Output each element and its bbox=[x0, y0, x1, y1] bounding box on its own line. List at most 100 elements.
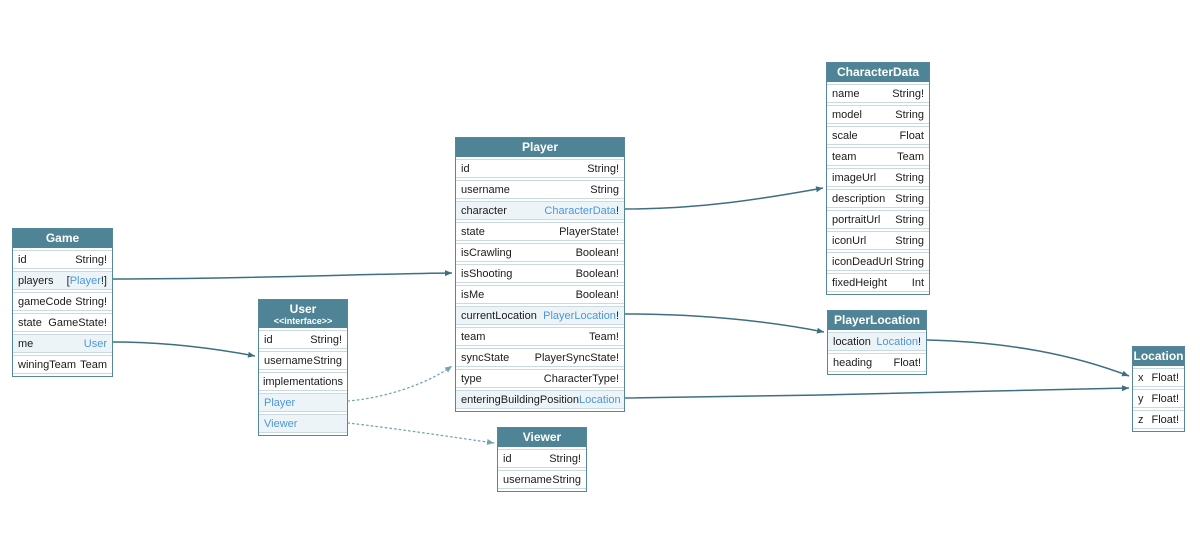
field-name: username bbox=[461, 183, 510, 196]
field-name: y bbox=[1138, 392, 1144, 405]
field-row-location-z[interactable]: z Float! bbox=[1133, 410, 1184, 429]
field-row-playerlocation-location[interactable]: location Location! bbox=[828, 332, 926, 351]
field-row-characterdata-portraiturl[interactable]: portraitUrl String bbox=[827, 210, 929, 229]
field-row-player-isme[interactable]: isMe Boolean! bbox=[456, 285, 624, 304]
implementation-link[interactable]: Player bbox=[264, 396, 296, 409]
entity-stereotype: <<interface>> bbox=[273, 316, 333, 326]
field-type: Float! bbox=[1151, 393, 1179, 405]
field-row-player-username[interactable]: username String bbox=[456, 180, 624, 199]
field-row-user-id[interactable]: id String! bbox=[259, 330, 347, 349]
field-row-player-syncstate[interactable]: syncState PlayerSyncState! bbox=[456, 348, 624, 367]
type-scalar: CharacterType! bbox=[543, 372, 619, 385]
arrow-player-character-to-characterdata bbox=[624, 186, 824, 210]
implementation-link[interactable]: Viewer bbox=[264, 417, 298, 430]
field-row-playerlocation-heading[interactable]: heading Float! bbox=[828, 353, 926, 372]
entity-player: Player id String! username String charac… bbox=[455, 137, 625, 412]
field-row-player-currentlocation[interactable]: currentLocation PlayerLocation! bbox=[456, 306, 624, 325]
type-scalar: Float! bbox=[1151, 392, 1179, 405]
field-type: Float! bbox=[893, 357, 921, 369]
entity-header-location[interactable]: Location bbox=[1133, 347, 1184, 366]
entity-header-characterdata[interactable]: CharacterData bbox=[827, 63, 929, 82]
field-name: heading bbox=[833, 356, 873, 369]
type-scalar: String bbox=[895, 234, 924, 247]
type-scalar: String bbox=[590, 183, 619, 196]
field-row-player-id[interactable]: id String! bbox=[456, 159, 624, 178]
entity-header-player[interactable]: Player bbox=[456, 138, 624, 157]
field-row-player-iscrawling[interactable]: isCrawling Boolean! bbox=[456, 243, 624, 262]
type-scalar: Boolean! bbox=[575, 288, 619, 301]
field-row-viewer-id[interactable]: id String! bbox=[498, 449, 586, 468]
field-row-game-players[interactable]: players [Player!] bbox=[13, 271, 112, 290]
field-row-player-state[interactable]: state PlayerState! bbox=[456, 222, 624, 241]
field-row-characterdata-team[interactable]: team Team bbox=[827, 147, 929, 166]
entity-header-viewer[interactable]: Viewer bbox=[498, 428, 586, 447]
implementation-row-viewer[interactable]: Viewer bbox=[259, 414, 347, 433]
entity-header-game[interactable]: Game bbox=[13, 229, 112, 248]
field-type: Boolean! bbox=[576, 289, 619, 301]
entity-game: Game id String! players [Player!] gameCo… bbox=[12, 228, 113, 377]
field-name: syncState bbox=[461, 351, 510, 364]
field-row-player-team[interactable]: team Team! bbox=[456, 327, 624, 346]
type-scalar: Int bbox=[911, 276, 924, 289]
field-type: Team! bbox=[589, 331, 619, 343]
field-row-characterdata-model[interactable]: model String bbox=[827, 105, 929, 124]
entity-body: id String! username String character Cha… bbox=[456, 157, 624, 411]
field-type: Team bbox=[80, 359, 107, 371]
type-link[interactable]: PlayerLocation bbox=[543, 309, 616, 322]
field-name: description bbox=[832, 192, 886, 205]
type-scalar: Team bbox=[897, 150, 924, 163]
field-type: PlayerSyncState! bbox=[535, 352, 619, 364]
field-row-characterdata-fixedheight[interactable]: fixedHeight Int bbox=[827, 273, 929, 292]
field-name: portraitUrl bbox=[832, 213, 881, 226]
field-row-player-type[interactable]: type CharacterType! bbox=[456, 369, 624, 388]
type-scalar: String bbox=[895, 255, 924, 268]
field-type: String bbox=[895, 256, 924, 268]
field-row-player-character[interactable]: character CharacterData! bbox=[456, 201, 624, 220]
type-link[interactable]: Location bbox=[876, 335, 918, 348]
field-row-characterdata-scale[interactable]: scale Float bbox=[827, 126, 929, 145]
field-row-viewer-username[interactable]: username String bbox=[498, 470, 586, 489]
field-type: CharacterType! bbox=[544, 373, 619, 385]
type-link[interactable]: Location bbox=[579, 393, 621, 406]
entity-header-user[interactable]: User <<interface>> bbox=[259, 300, 347, 328]
type-scalar: String bbox=[552, 473, 581, 486]
field-name: username bbox=[503, 473, 552, 486]
field-row-game-winingteam[interactable]: winingTeam Team bbox=[13, 355, 112, 374]
type-suffix: ! bbox=[615, 309, 619, 322]
type-scalar: Float! bbox=[1151, 413, 1179, 426]
entity-user: User <<interface>> id String! username S… bbox=[258, 299, 348, 436]
field-name: winingTeam bbox=[18, 358, 77, 371]
field-row-location-y[interactable]: y Float! bbox=[1133, 389, 1184, 408]
field-type: PlayerLocation! bbox=[543, 310, 619, 322]
field-row-game-gamecode[interactable]: gameCode String! bbox=[13, 292, 112, 311]
field-row-game-id[interactable]: id String! bbox=[13, 250, 112, 269]
field-name: location bbox=[833, 335, 871, 348]
field-type: Int bbox=[912, 277, 924, 289]
type-scalar: PlayerState! bbox=[559, 225, 619, 238]
entity-header-playerlocation[interactable]: PlayerLocation bbox=[828, 311, 926, 330]
field-row-characterdata-name[interactable]: name String! bbox=[827, 84, 929, 103]
entity-body: id String! username String implementatio… bbox=[259, 328, 347, 435]
type-scalar: Float! bbox=[1151, 371, 1179, 384]
field-name: currentLocation bbox=[461, 309, 537, 322]
field-row-characterdata-imageurl[interactable]: imageUrl String bbox=[827, 168, 929, 187]
field-name: imageUrl bbox=[832, 171, 877, 184]
type-scalar: Team! bbox=[589, 330, 619, 343]
implementation-row-player[interactable]: Player bbox=[259, 393, 347, 412]
field-row-characterdata-icondeadurl[interactable]: iconDeadUrl String bbox=[827, 252, 929, 271]
type-scalar: Team bbox=[80, 358, 107, 371]
type-link[interactable]: Player bbox=[69, 274, 101, 287]
field-row-characterdata-description[interactable]: description String bbox=[827, 189, 929, 208]
type-link[interactable]: User bbox=[83, 337, 107, 350]
field-row-location-x[interactable]: x Float! bbox=[1133, 368, 1184, 387]
field-row-game-state[interactable]: state GameState! bbox=[13, 313, 112, 332]
arrow-game-me-to-user bbox=[112, 341, 256, 358]
type-link[interactable]: CharacterData bbox=[544, 204, 616, 217]
field-row-player-isshooting[interactable]: isShooting Boolean! bbox=[456, 264, 624, 283]
entity-body: x Float! y Float! z Float! bbox=[1133, 366, 1184, 431]
field-row-player-enteringbuildingposition[interactable]: enteringBuildingPosition Location bbox=[456, 390, 624, 409]
field-type: String bbox=[895, 109, 924, 121]
field-row-user-username[interactable]: username String bbox=[259, 351, 347, 370]
field-row-characterdata-iconurl[interactable]: iconUrl String bbox=[827, 231, 929, 250]
field-row-game-me[interactable]: me User bbox=[13, 334, 112, 353]
